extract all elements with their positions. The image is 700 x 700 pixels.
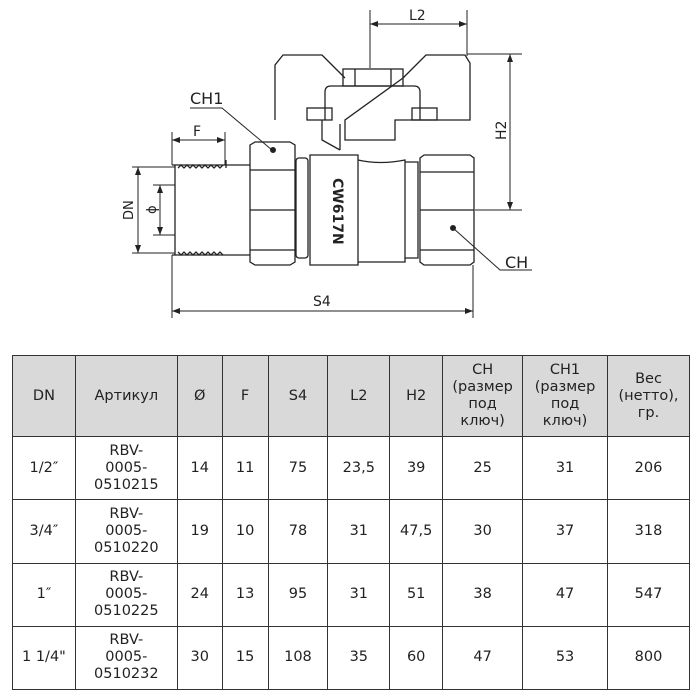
- label-l2: L2: [409, 8, 426, 24]
- table-cell: 25: [442, 435, 524, 501]
- table-cell: 38: [442, 562, 524, 627]
- column-header: H2: [389, 355, 444, 437]
- table-cell: 19: [176, 499, 223, 564]
- column-header: Артикул: [74, 355, 178, 437]
- table-cell: 31: [522, 435, 608, 501]
- table-cell: 95: [267, 562, 329, 627]
- table-cell: 31: [327, 499, 391, 564]
- table-cell: 800: [607, 625, 690, 691]
- table-cell: 30: [176, 625, 223, 691]
- column-header: CH1 (размер под ключ): [522, 355, 608, 437]
- table-cell: 14: [176, 435, 223, 501]
- table-cell: RBV-0005-0510215: [74, 435, 178, 501]
- table-cell: 23,5: [327, 435, 391, 501]
- valve-body: [172, 141, 475, 266]
- table-cell: 60: [389, 625, 444, 691]
- label-f: F: [193, 124, 201, 140]
- table-cell: RBV-0005-0510232: [74, 625, 178, 691]
- table-cell: 11: [221, 435, 269, 501]
- label-h2: H2: [494, 121, 510, 140]
- table-cell: 547: [607, 562, 690, 627]
- column-header: CH (размер под ключ): [442, 355, 524, 437]
- table-cell: RBV-0005-0510225: [74, 562, 178, 627]
- table-cell: 1 1/4": [12, 625, 76, 691]
- material-marking: CW617N: [329, 178, 345, 245]
- table-cell: 39: [389, 435, 444, 501]
- table-cell: 75: [267, 435, 329, 501]
- table-cell: RBV-0005-0510220: [74, 499, 178, 564]
- butterfly-handle: [274, 54, 471, 151]
- column-header: S4: [267, 355, 329, 437]
- table-cell: 31: [327, 562, 391, 627]
- table-cell: 10: [221, 499, 269, 564]
- table-cell: 37: [522, 499, 608, 564]
- table-cell: 3/4″: [12, 499, 76, 564]
- dimension-lines: [132, 10, 532, 318]
- table-cell: 13: [221, 562, 269, 627]
- table-cell: 78: [267, 499, 329, 564]
- table-cell: 1/2″: [12, 435, 76, 501]
- label-ch1: CH1: [190, 89, 223, 108]
- column-header: Вес (нетто), гр.: [607, 355, 690, 437]
- column-header: Ø: [176, 355, 223, 437]
- table-cell: 1″: [12, 562, 76, 627]
- label-phi: ϕ: [145, 205, 160, 214]
- column-header: F: [221, 355, 269, 437]
- column-header: L2: [327, 355, 391, 437]
- valve-technical-drawing: CW617N L2 H2 CH1 CH F DN ϕ S4: [122, 8, 532, 318]
- table-cell: 47: [442, 625, 524, 691]
- label-ch: CH: [505, 253, 528, 272]
- table-cell: 15: [221, 625, 269, 691]
- column-header: DN: [12, 355, 76, 437]
- table-cell: 53: [522, 625, 608, 691]
- table-cell: 47,5: [389, 499, 444, 564]
- table-cell: 47: [522, 562, 608, 627]
- table-cell: 30: [442, 499, 524, 564]
- table-cell: 35: [327, 625, 391, 691]
- table-cell: 108: [267, 625, 329, 691]
- label-s4: S4: [313, 294, 331, 310]
- label-dn: DN: [122, 200, 137, 220]
- table-cell: 318: [607, 499, 690, 564]
- table-cell: 24: [176, 562, 223, 627]
- table-cell: 51: [389, 562, 444, 627]
- table-cell: 206: [607, 435, 690, 501]
